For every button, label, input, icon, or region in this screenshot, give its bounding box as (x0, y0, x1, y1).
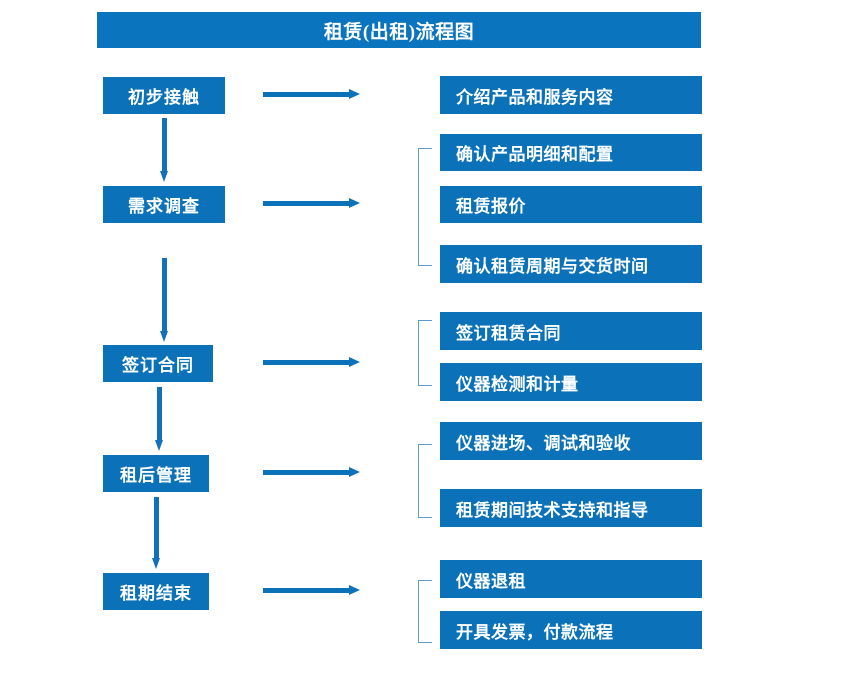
right-arrow-1 (263, 89, 360, 100)
detail-box-8[interactable]: 租赁期间技术支持和指导 (440, 489, 702, 527)
down-arrow-3 (155, 387, 164, 451)
detail-box-9[interactable]: 仪器退租 (440, 560, 702, 598)
detail-box-7[interactable]: 仪器进场、调试和验收 (440, 422, 702, 460)
arrow-shaft (263, 470, 350, 475)
stage-box-5[interactable]: 租期结束 (103, 573, 209, 610)
arrow-head (349, 198, 360, 208)
down-arrow-1 (160, 118, 169, 182)
detail-box-3[interactable]: 租赁报价 (440, 186, 702, 223)
stage-box-1[interactable]: 初步接触 (103, 77, 225, 114)
arrow-shaft (263, 360, 350, 365)
arrow-head (155, 440, 163, 451)
arrow-shaft (162, 118, 167, 171)
right-arrow-2 (263, 198, 360, 209)
arrow-head (349, 585, 360, 595)
arrow-shaft (162, 258, 167, 331)
bracket-group-4 (418, 444, 432, 518)
arrow-shaft (157, 387, 162, 440)
bracket-group-3 (418, 320, 432, 386)
detail-box-2[interactable]: 确认产品明细和配置 (440, 134, 702, 171)
stage-box-3[interactable]: 签订合同 (103, 345, 213, 382)
detail-box-10[interactable]: 开具发票，付款流程 (440, 611, 702, 649)
arrow-shaft (263, 92, 350, 97)
detail-box-4[interactable]: 确认租赁周期与交货时间 (440, 245, 702, 283)
detail-box-1[interactable]: 介绍产品和服务内容 (440, 76, 702, 114)
right-arrow-4 (263, 467, 360, 478)
arrow-head (160, 331, 168, 342)
stage-box-4[interactable]: 租后管理 (103, 455, 209, 492)
stage-box-2[interactable]: 需求调查 (103, 186, 225, 223)
right-arrow-5 (263, 585, 360, 596)
detail-box-5[interactable]: 签订租赁合同 (440, 312, 702, 350)
right-arrow-3 (263, 357, 360, 368)
arrow-head (349, 467, 360, 477)
arrow-head (152, 558, 160, 569)
arrow-shaft (263, 588, 350, 593)
arrow-head (160, 171, 168, 182)
arrow-head (349, 357, 360, 367)
bracket-group-5 (418, 580, 432, 643)
chart-title: 租赁(出租)流程图 (97, 12, 701, 48)
arrow-shaft (154, 497, 159, 558)
detail-box-6[interactable]: 仪器检测和计量 (440, 363, 702, 401)
arrow-shaft (263, 201, 350, 206)
down-arrow-4 (152, 497, 161, 569)
bracket-group-2 (418, 148, 432, 266)
arrow-head (349, 89, 360, 99)
down-arrow-2 (160, 258, 169, 342)
